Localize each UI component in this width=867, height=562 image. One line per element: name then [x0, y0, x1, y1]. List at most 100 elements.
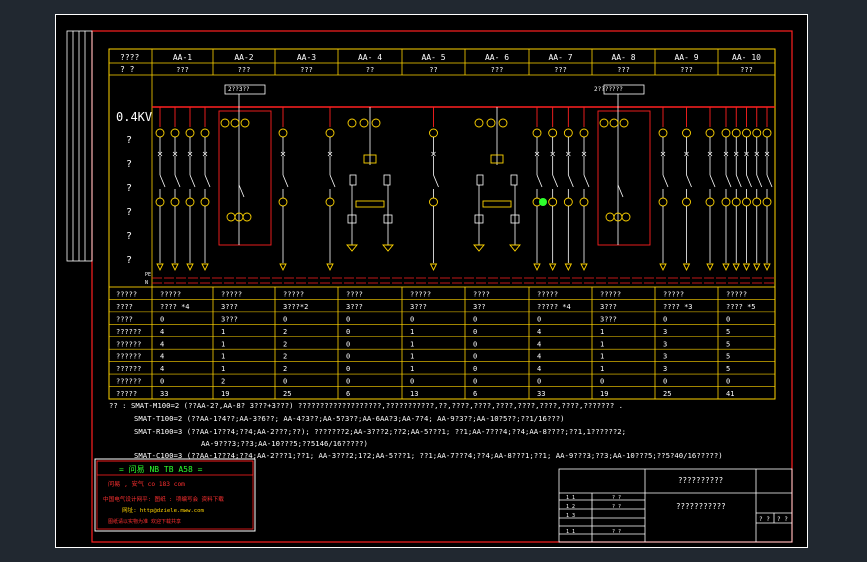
current-meter-symbol	[155, 128, 165, 138]
breaker-mark	[733, 151, 739, 157]
table-cell: 5	[726, 328, 730, 336]
meter-symbol	[599, 118, 609, 128]
fuse-symbol	[490, 154, 504, 164]
capacitor-symbol	[509, 244, 521, 252]
table-cell: ?????	[663, 291, 684, 299]
breaker-mark	[327, 151, 333, 157]
row-label: ??????	[116, 340, 141, 348]
drawing-name-1: ??????????	[678, 476, 723, 485]
switch-blade	[766, 174, 773, 188]
binding-strip	[66, 30, 93, 262]
ct-symbol	[200, 197, 210, 207]
table-cell: 4	[537, 328, 541, 336]
table-cell: 2	[283, 340, 287, 348]
ct-symbol	[621, 212, 631, 222]
breaker-mark	[744, 151, 749, 157]
ct-symbol	[170, 197, 180, 207]
table-cell: 3???	[600, 303, 617, 311]
cable-end-symbol	[580, 263, 588, 272]
table-cell: 6	[346, 390, 350, 398]
current-meter-symbol	[325, 128, 335, 138]
current-meter-symbol	[742, 128, 751, 138]
circuits	[152, 84, 775, 284]
row-label: ??????	[116, 378, 141, 386]
reactor-symbol	[482, 200, 512, 208]
ct-symbol	[605, 212, 615, 222]
capacitor-symbol	[382, 244, 394, 252]
ct-symbol	[705, 197, 715, 207]
table-cell: 0	[726, 315, 730, 323]
table-cell: 0	[663, 378, 667, 386]
panel-circuit-2	[218, 84, 272, 246]
left-label: ?	[126, 231, 132, 242]
table-cell: 3	[663, 365, 667, 373]
switch-blade	[709, 174, 716, 188]
table-cell: ????	[346, 291, 363, 299]
panel-id: AA-3	[297, 53, 316, 62]
table-cell: 0	[663, 315, 667, 323]
left-label: ?	[126, 255, 132, 266]
switch-blade	[662, 174, 669, 188]
table-cell: ?????	[410, 291, 431, 299]
current-meter-symbol	[185, 128, 195, 138]
stamp-line-2: 中国电气设计网平: 图纸 : 项编写会 资料下载	[103, 495, 224, 503]
drawing-name-2: ???????????	[676, 502, 726, 511]
table-cell: 0	[346, 365, 350, 373]
ct-symbol	[563, 197, 573, 207]
ct-symbol	[682, 197, 691, 207]
row-label: ??????	[116, 328, 141, 336]
tb-cell-2: 1 2	[566, 504, 575, 510]
contactor	[383, 174, 391, 186]
incomer-frame	[218, 110, 272, 246]
table-cell: 0	[473, 378, 477, 386]
table-cell: 4	[160, 340, 164, 348]
bus-voltage-label: 0.4KV	[116, 110, 152, 124]
switch-blade	[552, 174, 559, 188]
table-cell: 0	[473, 315, 477, 323]
left-label: ?	[126, 183, 132, 194]
contactor	[510, 174, 518, 186]
table-cell: ?????	[600, 291, 621, 299]
switch-blade	[725, 174, 732, 188]
small-box	[603, 84, 645, 95]
parameter-table: ????????????????????????????????????????…	[109, 286, 775, 398]
note-line-5: SMAT-C100=3 (??AA-1???4;??4;AA-2???1;??1…	[134, 451, 723, 460]
breaker-mark	[754, 151, 760, 157]
note-line-1: ?? : SMAT-M100=2 (??AA-2?,AA-8? 3???+3??…	[109, 401, 623, 410]
ct-symbol	[278, 197, 288, 207]
table-cell: 13	[410, 390, 418, 398]
breaker-mark	[431, 151, 436, 157]
current-meter-symbol	[721, 128, 731, 138]
switch-blade	[735, 174, 742, 188]
table-cell: ????	[473, 291, 490, 299]
switch-blade	[204, 174, 211, 188]
table-cell: 0	[473, 365, 477, 373]
table-cell: 1	[221, 353, 225, 361]
table-cell: 3???	[221, 303, 238, 311]
table-cell: 41	[726, 390, 734, 398]
reactor-symbol	[355, 200, 385, 208]
panel-type: ???	[176, 66, 189, 74]
current-meter-symbol	[200, 128, 210, 138]
tb-page-1: ? ?	[759, 516, 770, 523]
cable-end-symbol	[659, 263, 667, 272]
row-label: ??????	[116, 365, 141, 373]
breaker-mark	[581, 151, 587, 157]
panel-id: AA- 4	[358, 53, 382, 62]
left-label: ?	[126, 159, 132, 170]
cable-end-symbol	[171, 263, 179, 272]
breaker-mark	[280, 151, 286, 157]
panel-type: ???	[491, 66, 504, 74]
tb-mid-3: ? ?	[612, 529, 621, 535]
breaker-mark	[707, 151, 713, 157]
cable-end-symbol	[156, 263, 164, 272]
ct-symbol	[762, 197, 772, 207]
left-labels: ??????	[126, 135, 132, 266]
panel-type: ???	[238, 66, 251, 74]
current-meter-symbol	[762, 128, 772, 138]
highlight-ct	[539, 198, 547, 206]
meter-symbol	[474, 118, 484, 128]
panel-id: AA- 10	[732, 53, 761, 62]
ct-symbol	[742, 197, 751, 207]
drawing-sheet: ???? ? ? 0.4KV ?????? PE N 2??3?? 2?????…	[55, 14, 808, 548]
